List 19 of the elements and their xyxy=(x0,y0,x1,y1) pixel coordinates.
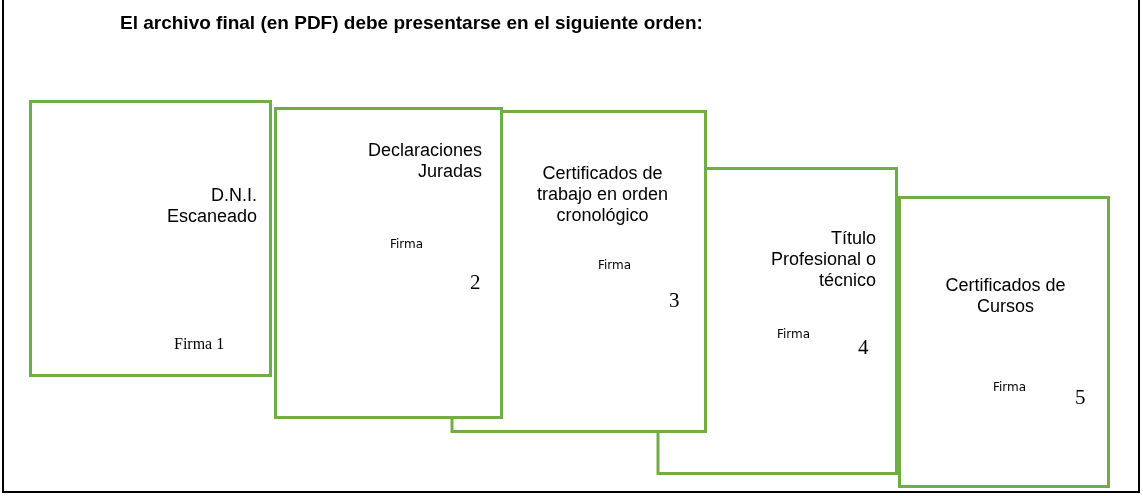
signature-label: Firma xyxy=(390,237,424,251)
card-title: Título Profesional o técnico xyxy=(769,228,876,292)
signature-label: Firma xyxy=(777,327,811,341)
card-title: Certificados de Cursos xyxy=(944,275,1067,318)
title: El archivo final (en PDF) debe presentarse en el siguiente orden: xyxy=(120,12,703,34)
card-title: Declaraciones Juradas xyxy=(366,140,482,183)
signature-label: Firma xyxy=(993,380,1027,394)
document-card xyxy=(898,196,1110,488)
card-title: D.N.I. Escaneado xyxy=(165,185,257,228)
page-number: 5 xyxy=(1075,385,1086,410)
page-number: 2 xyxy=(470,270,481,295)
document-card xyxy=(274,107,503,419)
document-card xyxy=(503,110,707,433)
document-card xyxy=(29,100,272,377)
page-number: 3 xyxy=(669,288,680,313)
signature-label: Firma xyxy=(598,258,632,272)
page-number: 4 xyxy=(858,335,869,360)
card-title: Certificados de trabajo en orden cronológico xyxy=(535,163,670,227)
document-card xyxy=(707,167,898,475)
